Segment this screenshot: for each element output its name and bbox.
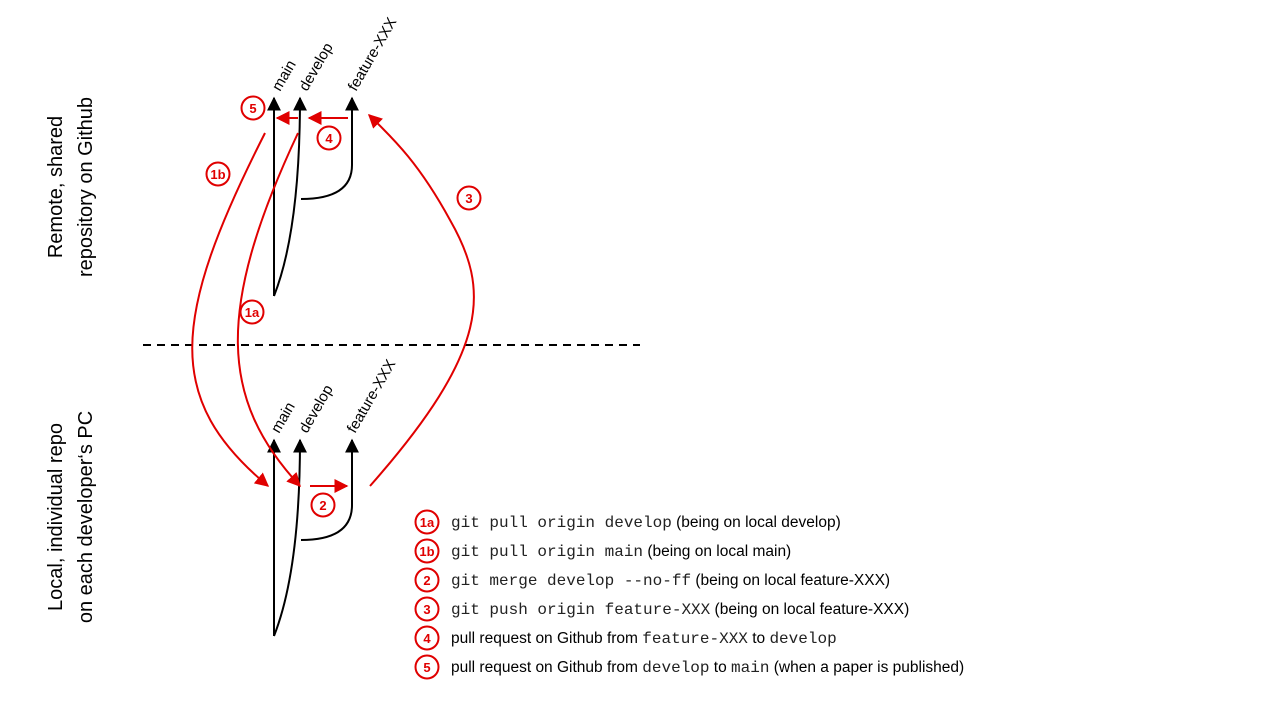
legend-badge-text: 4 — [423, 631, 431, 646]
badge-5-text: 5 — [249, 101, 256, 116]
badge-4-circle — [316, 125, 342, 151]
legend-description: git merge develop --no-ff (being on loca… — [451, 572, 890, 590]
remote-region-label-line1: Remote, shared — [45, 116, 67, 258]
legend-command-text: git pull origin main — [451, 543, 643, 561]
badge-3: 3 — [456, 185, 482, 211]
badge-1b-circle — [205, 161, 231, 187]
legend-badge-text: 3 — [423, 602, 430, 617]
local-feature-branch-line — [300, 438, 359, 541]
legend-command-text: develop — [769, 630, 836, 648]
legend-plain-text: (being on local main) — [643, 543, 791, 560]
legend-row: 2 git merge develop --no-ff (being on loc… — [414, 567, 890, 593]
badge-1a-text: 1a — [245, 305, 260, 320]
legend-command-text: git push origin feature-XXX — [451, 601, 711, 619]
legend-badge-circle — [414, 538, 440, 564]
badge-2-circle — [310, 492, 336, 518]
local-main-label: main — [268, 399, 299, 436]
legend-plain-text: pull request on Github from — [451, 630, 642, 647]
legend-badge-text: 2 — [423, 573, 430, 588]
legend: 1a git pull origin develop (being on loca… — [414, 509, 964, 680]
legend-row: 3 git push origin feature-XXX (being on l… — [414, 596, 909, 622]
remote-feature-branch-line — [300, 96, 359, 200]
badge-3-circle — [456, 185, 482, 211]
legend-description: pull request on Github from develop to m… — [451, 659, 964, 677]
legend-badge-text: 5 — [423, 660, 430, 675]
badge-2-text: 2 — [319, 498, 326, 513]
arrow-1a-pull-develop — [236, 132, 301, 488]
legend-description: git pull origin develop (being on local … — [451, 514, 841, 532]
badge-1b-text: 1b — [210, 167, 225, 182]
legend-badge-text: 1b — [419, 544, 434, 559]
legend-badge-circle — [414, 509, 440, 535]
legend-plain-text: pull request on Github from — [451, 659, 642, 676]
legend-badge-circle — [414, 596, 440, 622]
legend-description: git push origin feature-XXX (being on lo… — [451, 601, 909, 619]
remote-region-label-line2: repository on Github — [75, 97, 97, 277]
legend-plain-text: (when a paper is published) — [769, 659, 964, 676]
badge-2: 2 — [310, 492, 336, 518]
legend-description: pull request on Github from feature-XXX … — [451, 630, 837, 648]
legend-row: 5 pull request on Github from develop to … — [414, 654, 964, 680]
arrow-3-push-feature — [367, 114, 475, 487]
local-develop-label: develop — [296, 382, 337, 436]
badge-1a-circle — [239, 299, 265, 325]
legend-command-text: git pull origin develop — [451, 514, 672, 532]
legend-plain-text: (being on local feature-XXX) — [691, 572, 890, 589]
local-develop-branch-line — [273, 438, 307, 637]
remote-develop-branch-line — [273, 96, 307, 297]
badge-4: 4 — [316, 125, 342, 151]
flow-arrows — [191, 111, 475, 493]
legend-badge-circle — [414, 567, 440, 593]
badge-5: 5 — [240, 95, 266, 121]
legend-plain-text: to — [748, 630, 770, 647]
badge-3-text: 3 — [465, 191, 472, 206]
local-region-label-line1: Local, individual repo — [45, 423, 67, 611]
legend-command-text: main — [731, 659, 769, 677]
badge-5-circle — [240, 95, 266, 121]
legend-command-text: develop — [642, 659, 709, 677]
arrow-1b-pull-main — [191, 132, 270, 487]
legend-badge-text: 1a — [420, 515, 435, 530]
legend-row: 1a git pull origin develop (being on loca… — [414, 509, 841, 535]
local-region-label-line2: on each developer‘s PC — [75, 411, 97, 623]
legend-plain-text: (being on local feature-XXX) — [710, 601, 909, 618]
legend-badge-circle — [414, 625, 440, 651]
badge-4-text: 4 — [325, 131, 333, 146]
legend-row: 1b git pull origin main (being on local m… — [414, 538, 791, 564]
legend-badge-circle — [414, 654, 440, 680]
remote-main-label: main — [269, 57, 300, 94]
badge-1a: 1a — [239, 299, 265, 325]
local-branches: main develop feature-XXX — [267, 357, 400, 637]
local-feature-label: feature-XXX — [344, 357, 400, 436]
legend-command-text: git merge develop --no-ff — [451, 572, 691, 590]
legend-plain-text: to — [710, 659, 732, 676]
remote-develop-label: develop — [296, 40, 337, 94]
legend-plain-text: (being on local develop) — [672, 514, 841, 531]
remote-feature-label: feature-XXX — [345, 15, 401, 94]
legend-command-text: feature-XXX — [642, 630, 748, 648]
badge-1b: 1b — [205, 161, 231, 187]
legend-description: git pull origin main (being on local mai… — [451, 543, 791, 561]
legend-row: 4 pull request on Github from feature-XXX… — [414, 625, 837, 651]
